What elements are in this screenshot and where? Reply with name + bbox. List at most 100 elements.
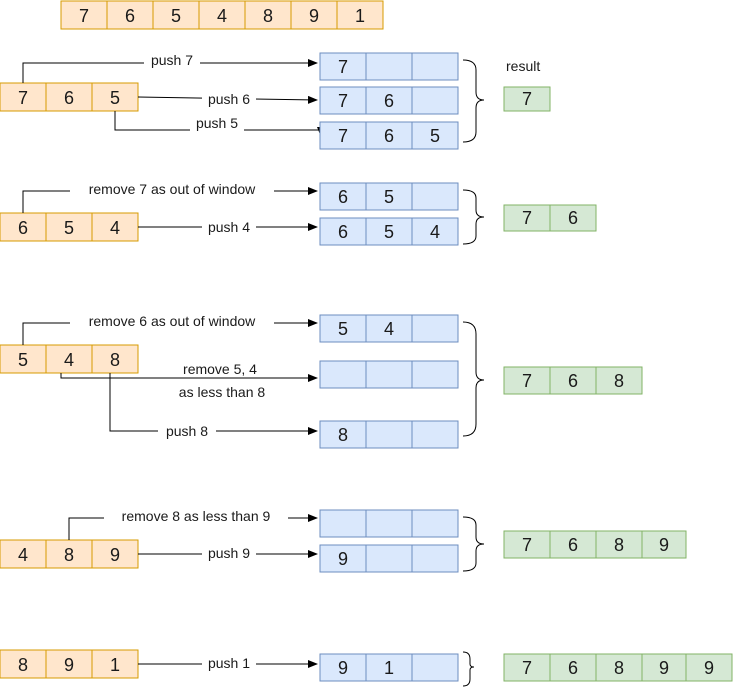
result-cell [503, 653, 551, 682]
result-value: 9 [704, 658, 714, 678]
result-cell [595, 653, 643, 682]
input-value: 5 [171, 6, 181, 26]
deque: 6 5 4 [319, 217, 459, 246]
deque-value: 5 [430, 126, 440, 146]
deque-cell [411, 52, 459, 81]
window-value: 6 [64, 88, 74, 108]
deque [319, 509, 459, 538]
deque-cell [411, 544, 459, 573]
deque-cell [365, 360, 413, 389]
result-value: 7 [522, 208, 532, 228]
window-value: 1 [110, 655, 120, 675]
input-cell [290, 0, 338, 30]
result-array: 7 6 8 9 9 [503, 653, 733, 682]
window-value: 4 [64, 350, 74, 370]
deque-cell [411, 509, 459, 538]
deque: 8 [319, 420, 459, 449]
result-cell [503, 366, 551, 395]
input-cell [336, 0, 384, 30]
result-array: 7 6 8 9 [503, 530, 687, 559]
window-cell [0, 212, 47, 242]
result-value: 8 [614, 371, 624, 391]
deque-cell [365, 420, 413, 449]
step-4: 4 8 9 remove 8 as less than 9 push 9 9 [0, 508, 687, 573]
result-cell [503, 204, 551, 232]
curly-brace [462, 189, 485, 245]
curly-brace [462, 651, 475, 687]
deque-cell [365, 314, 413, 343]
window-array: 7 6 5 [0, 82, 139, 112]
deque-value: 7 [338, 126, 348, 146]
edge-label: push 4 [208, 219, 250, 235]
result-cell [641, 530, 687, 559]
deque-value: 5 [384, 222, 394, 242]
result-label: result [506, 58, 540, 74]
edge-arrow [22, 59, 318, 83]
deque [319, 360, 459, 389]
deque-cell [319, 653, 367, 682]
edge-arrow [109, 373, 318, 435]
deque-cell [365, 121, 413, 150]
window-value: 8 [110, 350, 120, 370]
deque-cell [319, 360, 367, 389]
deque-cell [365, 217, 413, 246]
deque: 7 [319, 52, 459, 81]
window-array: 8 9 1 [0, 649, 139, 679]
window-value: 8 [64, 545, 74, 565]
deque-cell [365, 653, 413, 682]
deque-cell [319, 86, 367, 115]
deque-cell [365, 544, 413, 573]
deque-cell [319, 544, 367, 573]
deque: 5 4 [319, 314, 459, 343]
edge-label: remove 5, 4 [183, 361, 257, 377]
window-array: 6 5 4 [0, 212, 139, 242]
result-value: 8 [614, 535, 624, 555]
input-cell [106, 0, 154, 30]
result-value: 7 [522, 658, 532, 678]
result-cell [595, 530, 643, 559]
deque-cell [365, 509, 413, 538]
deque-value: 6 [384, 91, 394, 111]
result-value: 7 [522, 535, 532, 555]
window-cell [91, 539, 139, 569]
deque-cell [411, 86, 459, 115]
deque-value: 1 [384, 658, 394, 678]
deque-value: 8 [338, 425, 348, 445]
edge-label: push 6 [208, 91, 250, 107]
result-cell [595, 366, 643, 395]
input-value: 1 [355, 6, 365, 26]
result-cell [549, 530, 597, 559]
window-cell [0, 649, 47, 679]
window-value: 5 [64, 218, 74, 238]
deque: 9 1 [319, 653, 459, 682]
window-value: 9 [110, 545, 120, 565]
window-value: 6 [18, 218, 28, 238]
deque-cell [365, 182, 413, 211]
deque-value: 6 [384, 126, 394, 146]
input-cell [60, 0, 108, 30]
edge-label: push 1 [208, 655, 250, 671]
input-value: 9 [309, 6, 319, 26]
result-cell [549, 204, 597, 232]
result-array: 7 6 [503, 204, 597, 232]
deque-value: 9 [338, 658, 348, 678]
step-2: 6 5 4 remove 7 as out of window push 4 6… [0, 181, 597, 246]
edge-label: remove 8 as less than 9 [122, 508, 271, 524]
window-cell [45, 344, 93, 374]
window-value: 9 [64, 655, 74, 675]
deque-value: 4 [384, 319, 394, 339]
result-cell [549, 653, 597, 682]
deque-cell [365, 52, 413, 81]
edge-label: push 7 [151, 52, 193, 68]
edge-label: push 8 [166, 423, 208, 439]
result-value: 9 [659, 658, 669, 678]
window-value: 5 [110, 88, 120, 108]
result-cell [503, 86, 551, 112]
input-cell [152, 0, 200, 30]
deque-value: 7 [338, 57, 348, 77]
result-array: 7 [503, 86, 551, 112]
result-value: 6 [568, 208, 578, 228]
result-value: 7 [522, 371, 532, 391]
curly-brace [462, 59, 485, 143]
